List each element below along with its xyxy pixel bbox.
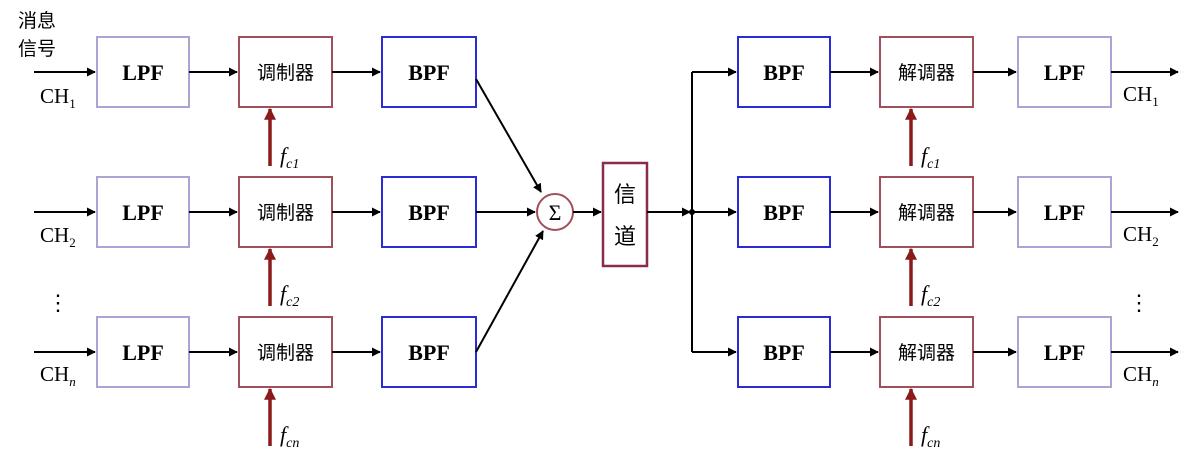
ch1-bpf-label: BPF [408, 60, 450, 85]
ellipsis-left: ⋮ [47, 290, 69, 315]
rxn-bpf-box [737, 316, 831, 388]
rx2-demodulator-label: 解调器 [898, 202, 955, 224]
rx1-bpf-label: BPF [763, 60, 805, 85]
input-header-line1: 消息 [18, 10, 56, 32]
chn-bpf-label: BPF [408, 340, 450, 365]
ch1-bpf-box [381, 36, 477, 108]
chn-lpf-label: LPF [122, 340, 164, 365]
ch1-carrier-label: fc1 [280, 143, 299, 172]
summer-symbol: Σ [549, 200, 562, 225]
ch2-carrier-label: fc2 [280, 281, 299, 310]
rx2-output-label: CH2 [1123, 222, 1159, 249]
ch1-bpf-to-sum [475, 78, 542, 193]
rx2-lpf-label: LPF [1044, 200, 1086, 225]
ch2-bpf-label: BPF [408, 200, 450, 225]
rx2-bpf-box [737, 176, 831, 248]
ch1-input-label: CH1 [40, 84, 76, 111]
rx1-carrier-label: fc1 [921, 143, 940, 172]
rxn-bpf-label: BPF [763, 340, 805, 365]
rx2-carrier-label: fc2 [921, 281, 940, 310]
ch2-input-label: CH2 [40, 223, 76, 250]
ch1-lpf-label: LPF [122, 60, 164, 85]
chn-carrier-label: fcn [280, 422, 299, 451]
rx1-lpf-label: LPF [1044, 60, 1086, 85]
rx2-lpf-box [1017, 176, 1112, 248]
rx1-demodulator-box [879, 36, 974, 108]
rxn-demodulator-box [879, 316, 974, 388]
channel-box [601, 161, 649, 268]
rx1-demodulator-label: 解调器 [898, 62, 955, 84]
rxn-carrier-label: fcn [921, 422, 940, 451]
channel-label-line2: 道 [614, 225, 636, 250]
rx2-demodulator-box [879, 176, 974, 248]
chn-modulator-label: 调制器 [257, 342, 314, 364]
rxn-lpf-label: LPF [1044, 340, 1086, 365]
input-header-line2: 信号 [18, 38, 56, 60]
rxn-output-label: CHn [1123, 362, 1159, 389]
ch1-modulator-label: 调制器 [257, 62, 314, 84]
ch1-modulator-box [238, 36, 333, 108]
ch2-bpf-box [381, 176, 477, 248]
chn-bpf-to-sum [475, 230, 544, 353]
ch2-lpf-label: LPF [122, 200, 164, 225]
ellipsis-right: ⋮ [1128, 290, 1150, 315]
rx1-output-label: CH1 [1123, 82, 1159, 109]
rx2-bpf-label: BPF [763, 200, 805, 225]
rx1-bpf-box [737, 36, 831, 108]
chn-bpf-box [381, 316, 477, 388]
ch2-modulator-box [238, 176, 333, 248]
rxn-demodulator-label: 解调器 [898, 342, 955, 364]
channel-label-line1: 信 [614, 183, 636, 208]
chn-input-label: CHn [40, 362, 76, 389]
chn-lpf-box [96, 316, 190, 388]
ch2-modulator-label: 调制器 [257, 202, 314, 224]
